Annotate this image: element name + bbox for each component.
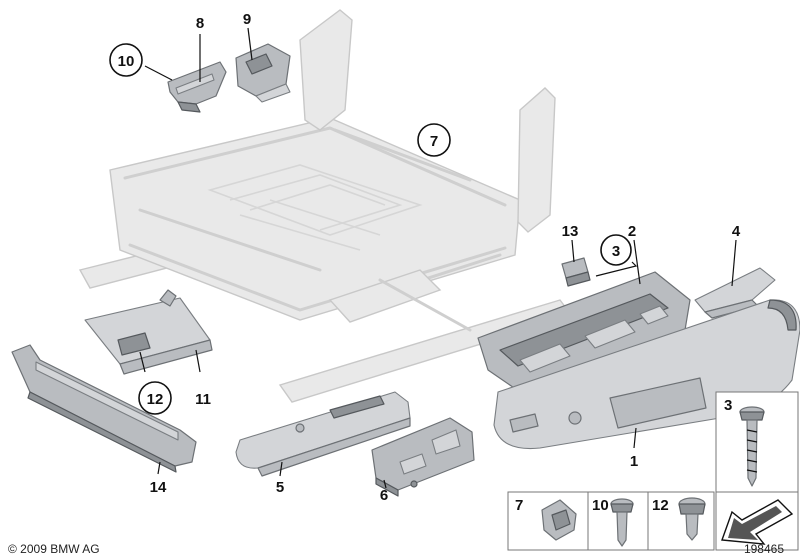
legend-label-3: 3 — [724, 397, 732, 414]
label-5: 5 — [276, 479, 284, 496]
part-5-cover — [235, 391, 411, 477]
label-3: 3 — [612, 243, 620, 260]
part-14-trim — [11, 344, 197, 473]
label-13: 13 — [562, 223, 579, 240]
callout-circle-10 — [109, 43, 143, 77]
arrow-icon — [721, 499, 794, 545]
callout-circle-7 — [417, 123, 451, 157]
diagram-number: 198465 — [744, 542, 784, 556]
clip-icon — [541, 499, 577, 541]
callout-circle-12 — [138, 381, 172, 415]
part-6-switch — [371, 417, 475, 497]
label-11: 11 — [195, 391, 211, 408]
leader-lines — [139, 27, 737, 489]
part-3-screw — [715, 391, 799, 493]
label-4: 4 — [732, 223, 741, 240]
label-9: 9 — [243, 11, 251, 28]
part-4-trim — [694, 267, 776, 319]
legend-label-10: 10 — [592, 497, 609, 514]
legend-row — [507, 491, 799, 551]
part-13-clip — [561, 257, 591, 287]
part-9-cover — [235, 43, 291, 103]
label-7: 7 — [430, 133, 438, 150]
part-8-bracket — [167, 61, 227, 113]
label-2: 2 — [628, 223, 636, 240]
callout-circle-3 — [600, 234, 632, 266]
label-6: 6 — [380, 487, 388, 504]
screw-icon-10 — [610, 498, 634, 547]
copyright-text: © 2009 BMW AG — [8, 542, 100, 556]
part-2-bracket — [477, 271, 691, 393]
screw-icon-12 — [678, 497, 706, 541]
legend-label-7: 7 — [515, 497, 523, 514]
part-11-plate — [84, 289, 213, 375]
label-10: 10 — [118, 53, 135, 70]
seat-frame-ghost — [78, 9, 574, 403]
label-8: 8 — [196, 15, 204, 32]
label-1: 1 — [630, 453, 638, 470]
label-14: 14 — [150, 479, 167, 496]
legend-label-12: 12 — [652, 497, 669, 514]
label-12: 12 — [147, 391, 164, 408]
